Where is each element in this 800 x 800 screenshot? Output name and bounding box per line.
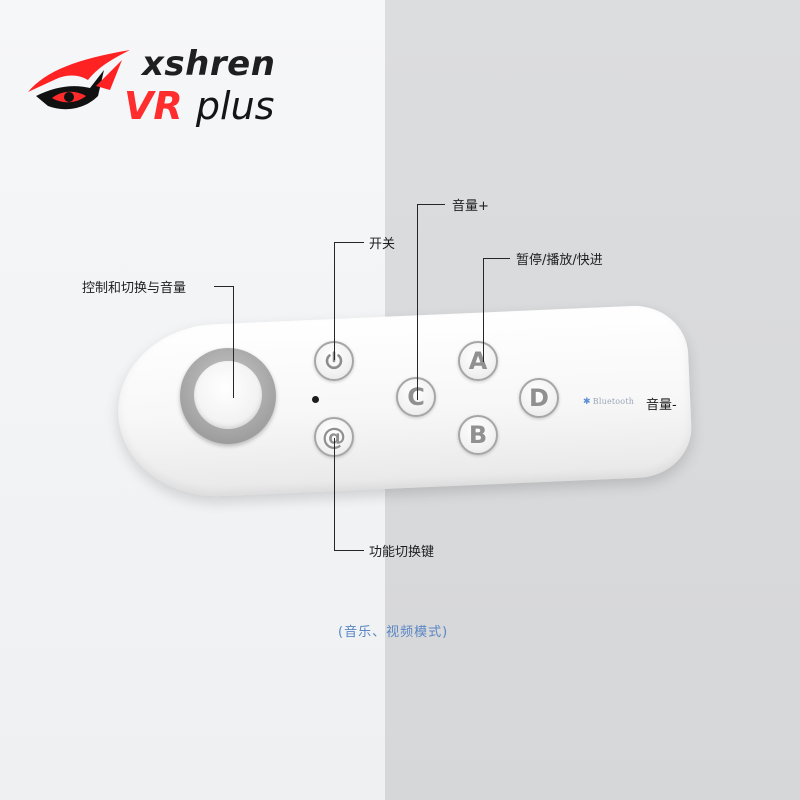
bluetooth-tag: ✱Bluetooth	[583, 397, 634, 407]
callout-volume-up: 音量+	[452, 199, 489, 214]
c-button[interactable]: C	[396, 377, 436, 417]
callout-line-joystick-v	[233, 286, 234, 398]
callout-line-play-pause-v	[483, 258, 484, 362]
b-button[interactable]: B	[458, 415, 498, 455]
callout-play-pause: 暂停/播放/快进	[516, 253, 603, 268]
brand-product-vr: VR	[124, 84, 183, 128]
brand-logo: xshren VR plus	[26, 40, 316, 140]
joystick-knob[interactable]	[194, 361, 262, 429]
red-eye-emblem-icon	[28, 50, 130, 110]
brand-product-plus: plus	[195, 84, 275, 128]
callout-joystick: 控制和切换与音量	[82, 281, 187, 296]
callout-line-power-h	[334, 242, 364, 243]
a-button[interactable]: A	[458, 341, 498, 381]
d-button[interactable]: D	[519, 378, 559, 418]
bluetooth-icon: ✱	[583, 397, 591, 407]
callout-volume-down: 音量-	[646, 398, 677, 413]
callout-line-function-switch-h	[334, 550, 364, 551]
mode-footnote: (音乐、视频模式)	[338, 625, 449, 640]
bluetooth-text: Bluetooth	[592, 397, 635, 406]
callout-line-function-switch-v	[334, 438, 335, 550]
callout-line-volume-up-h	[417, 204, 445, 205]
brand-name: xshren	[142, 44, 276, 84]
callout-line-volume-up-v	[417, 204, 418, 400]
callout-line-play-pause-h	[483, 258, 510, 259]
indicator-led	[312, 396, 319, 403]
callout-power: 开关	[369, 237, 396, 252]
brand-product: VR plus	[124, 84, 274, 128]
callout-line-power-v	[334, 242, 335, 360]
callout-function-switch: 功能切换键	[369, 545, 435, 560]
callout-line-joystick-h	[214, 286, 234, 287]
